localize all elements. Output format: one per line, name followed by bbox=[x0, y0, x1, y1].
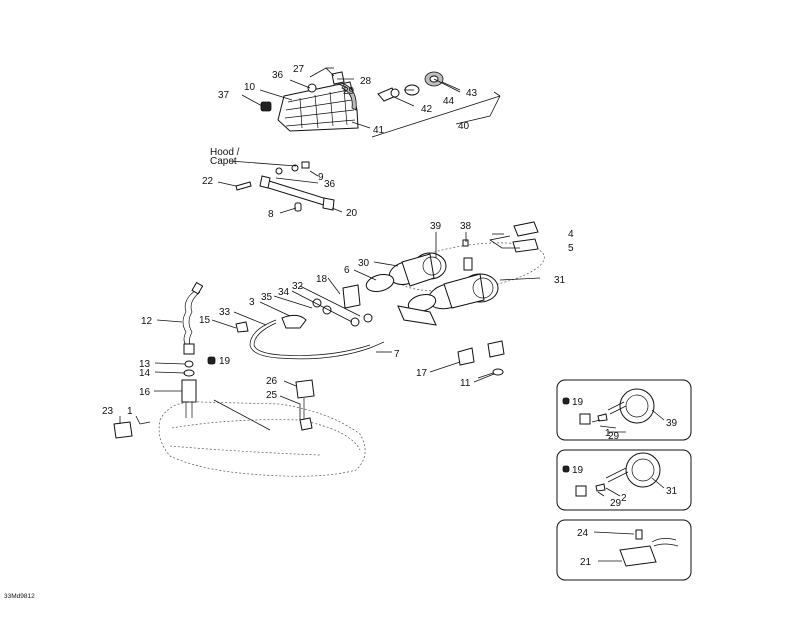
callout-10: 10 bbox=[244, 82, 256, 93]
callout-1: 1 bbox=[127, 406, 133, 417]
callout-29: 29 bbox=[343, 86, 355, 97]
inset-box-39 bbox=[556, 379, 692, 441]
callout-35: 35 bbox=[261, 292, 273, 303]
inset3-callout-24: 24 bbox=[577, 528, 589, 539]
inset1-callout-29: 29 bbox=[608, 431, 620, 442]
inset2-callout-29: 29 bbox=[610, 498, 622, 509]
inset1-callout-1: 1 bbox=[605, 428, 611, 439]
callout-30: 30 bbox=[358, 258, 370, 269]
gauge-assembly bbox=[312, 221, 545, 327]
callout-36b: 36 bbox=[324, 179, 336, 190]
callout-18: 18 bbox=[316, 274, 328, 285]
callout-labels: 27 36 28 29 10 37 43 44 42 41 40 Hood / … bbox=[4, 64, 678, 600]
callout-14: 14 bbox=[139, 368, 151, 379]
callout-13: 13 bbox=[139, 359, 151, 370]
harness-7 bbox=[235, 314, 385, 360]
callout-19: 19 bbox=[219, 356, 231, 367]
callout-42: 42 bbox=[421, 104, 433, 115]
inset2-callout-2: 2 bbox=[621, 493, 627, 504]
callout-15: 15 bbox=[199, 315, 211, 326]
inset2-callout-19: 19 bbox=[572, 465, 584, 476]
inset1-callout-19: 19 bbox=[572, 397, 584, 408]
callout-8: 8 bbox=[268, 209, 274, 220]
callout-25: 25 bbox=[266, 390, 278, 401]
callout-32: 32 bbox=[292, 281, 304, 292]
hood-outline bbox=[158, 379, 366, 477]
callout-3: 3 bbox=[249, 297, 255, 308]
callout-41: 41 bbox=[373, 125, 385, 136]
callout-6: 6 bbox=[344, 265, 350, 276]
callout-22: 22 bbox=[202, 176, 214, 187]
callout-20: 20 bbox=[346, 208, 358, 219]
callout-5: 5 bbox=[568, 243, 574, 254]
callout-16: 16 bbox=[139, 387, 151, 398]
callout-23: 23 bbox=[102, 406, 114, 417]
connectors-17 bbox=[457, 340, 505, 379]
callout-43: 43 bbox=[466, 88, 478, 99]
inset-box-21 bbox=[556, 519, 692, 581]
callout-11: 11 bbox=[460, 378, 471, 389]
inset1-callout-39: 39 bbox=[666, 418, 678, 429]
callout-34: 34 bbox=[278, 287, 290, 298]
callout-37: 37 bbox=[218, 90, 230, 101]
hood-label-fr: Capot bbox=[210, 156, 237, 167]
inset-box-31 bbox=[556, 449, 692, 511]
inset3-callout-21: 21 bbox=[580, 557, 592, 568]
callout-40: 40 bbox=[458, 121, 470, 132]
callout-44: 44 bbox=[443, 96, 455, 107]
callout-12: 12 bbox=[141, 316, 153, 327]
callout-7: 7 bbox=[394, 349, 400, 360]
callout-36: 36 bbox=[272, 70, 284, 81]
hood-label-en: Hood / bbox=[210, 147, 240, 158]
inset2-callout-31: 31 bbox=[666, 486, 678, 497]
diagram-code: 33Md9812 bbox=[4, 593, 35, 600]
switch-cable-assembly bbox=[113, 281, 216, 439]
callout-17: 17 bbox=[416, 368, 428, 379]
callout-33: 33 bbox=[219, 307, 231, 318]
callout-38: 38 bbox=[460, 221, 472, 232]
nut-37 bbox=[260, 101, 272, 112]
leader-lines bbox=[119, 67, 665, 562]
callout-27: 27 bbox=[293, 64, 305, 75]
callout-4: 4 bbox=[568, 229, 574, 240]
headlight-bracket bbox=[235, 161, 335, 212]
callout-39: 39 bbox=[430, 221, 442, 232]
callout-28: 28 bbox=[360, 76, 372, 87]
callout-26: 26 bbox=[266, 376, 278, 387]
callout-9: 9 bbox=[318, 172, 324, 183]
callout-31: 31 bbox=[554, 275, 566, 286]
headlight-assembly bbox=[260, 71, 444, 132]
